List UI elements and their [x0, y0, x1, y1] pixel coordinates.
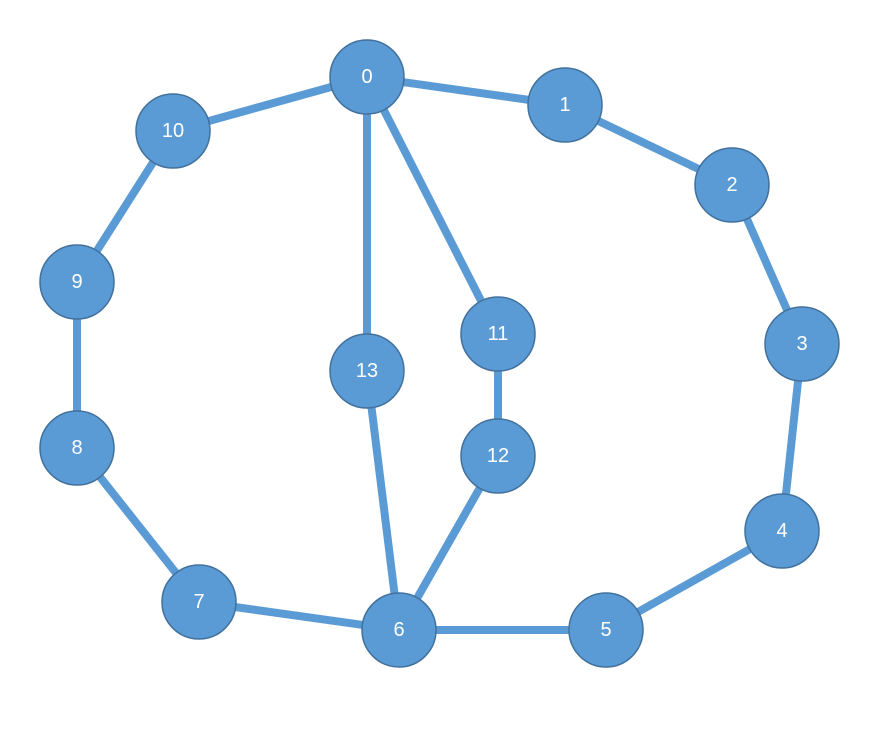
node-label-7: 7 — [193, 591, 204, 613]
node-label-12: 12 — [487, 445, 509, 467]
node-0: 0 — [329, 39, 405, 115]
node-circle-12 — [460, 418, 536, 494]
node-1: 1 — [527, 67, 603, 143]
node-12: 12 — [460, 418, 536, 494]
node-13: 13 — [329, 333, 405, 409]
node-label-2: 2 — [726, 174, 737, 196]
node-circle-7 — [161, 564, 237, 640]
node-circle-0 — [329, 39, 405, 115]
node-label-5: 5 — [600, 619, 611, 641]
node-circle-5 — [568, 592, 644, 668]
node-circle-10 — [135, 93, 211, 169]
node-circle-9 — [39, 244, 115, 320]
node-circle-3 — [764, 306, 840, 382]
node-label-4: 4 — [776, 520, 787, 542]
node-circle-1 — [527, 67, 603, 143]
node-5: 5 — [568, 592, 644, 668]
node-label-8: 8 — [71, 437, 82, 459]
node-8: 8 — [39, 410, 115, 486]
node-label-3: 3 — [796, 333, 807, 355]
node-9: 9 — [39, 244, 115, 320]
node-2: 2 — [694, 147, 770, 223]
node-label-0: 0 — [361, 66, 372, 88]
node-label-10: 10 — [162, 120, 184, 142]
node-circle-4 — [744, 493, 820, 569]
node-10: 10 — [135, 93, 211, 169]
node-label-1: 1 — [559, 94, 570, 116]
node-circle-13 — [329, 333, 405, 409]
node-circle-11 — [460, 296, 536, 372]
node-label-11: 11 — [488, 323, 509, 345]
node-4: 4 — [744, 493, 820, 569]
node-label-6: 6 — [393, 619, 404, 641]
edge-13-6 — [363, 370, 403, 631]
node-label-13: 13 — [356, 360, 378, 382]
node-circle-8 — [39, 410, 115, 486]
node-11: 11 — [460, 296, 536, 372]
edge-0-11 — [363, 75, 502, 336]
node-6: 6 — [361, 592, 437, 668]
node-circle-2 — [694, 147, 770, 223]
node-7: 7 — [161, 564, 237, 640]
node-3: 3 — [764, 306, 840, 382]
node-circle-6 — [361, 592, 437, 668]
node-label-9: 9 — [71, 271, 82, 293]
